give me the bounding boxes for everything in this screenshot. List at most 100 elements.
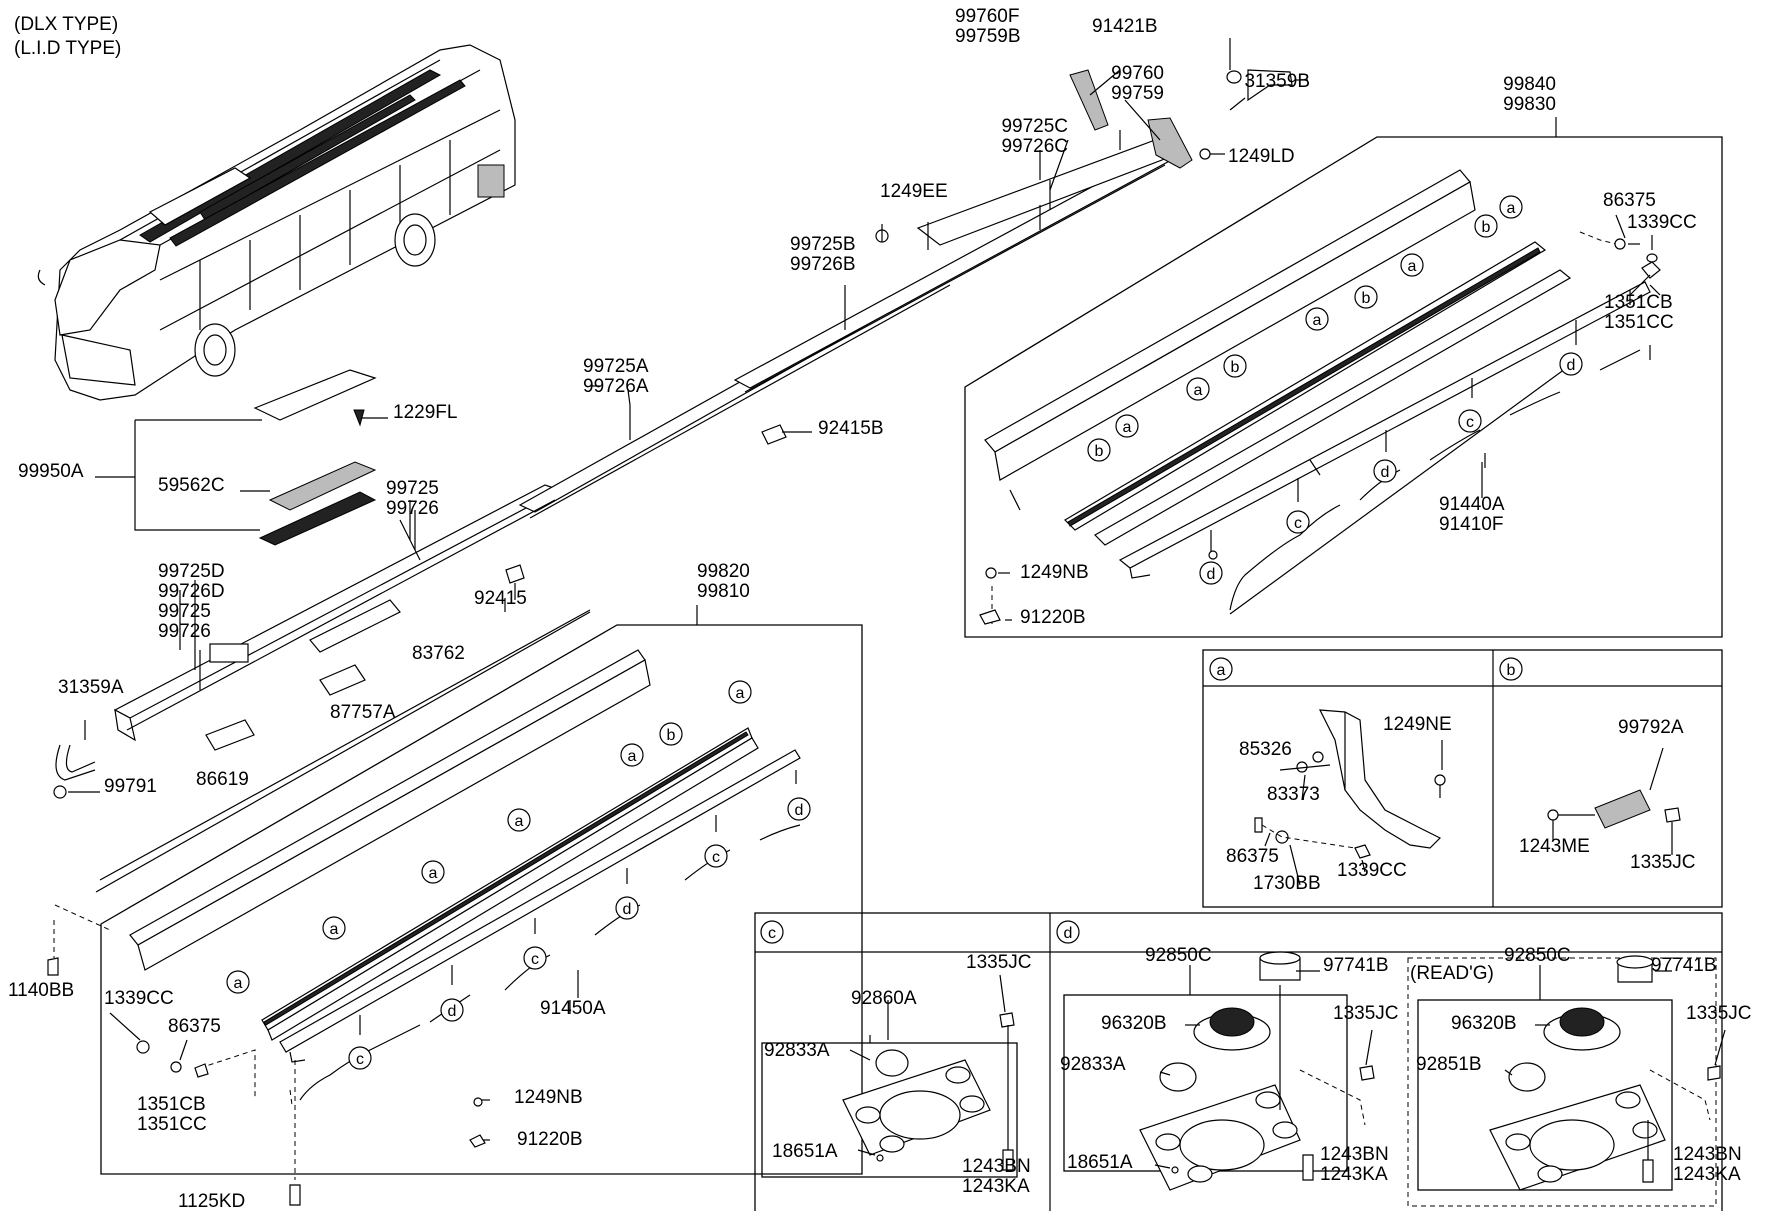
callout-b-1: b [1474,214,1498,238]
roof-hatch-group [95,369,388,546]
part-label-p99725A-0: 99725A [583,356,649,377]
part-label-p1243BNa-1: 1243KA [962,1176,1030,1197]
part-label-p18651Aa-0: 18651A [772,1141,838,1162]
callout-d-18: d [787,797,811,821]
callout-letter: a [1194,382,1203,399]
part-label-p99760F-0: 99760F [955,6,1019,27]
part-label-p97741Ba-0: 97741B [1323,955,1389,976]
callout-circle [1199,561,1223,585]
callout-circle [523,946,547,970]
part-label-p99820-1: 99810 [697,581,750,602]
part-label-p99725A-1: 99726A [583,376,649,397]
callout-circle [1186,377,1210,401]
part-label-p99725B-1: 99726B [790,254,856,275]
part-label-p1229FL-0: 1229FL [393,402,457,423]
callout-circle [728,680,752,704]
roof-rail-assembly [113,130,1177,751]
side-panel-box-right [964,117,1723,638]
callout-circle [322,916,346,940]
part-label-p92851B-0: 92851B [1416,1054,1482,1075]
callout-d-13: d [1199,561,1223,585]
part-label-p1243BNb-0: 1243BN [1320,1144,1389,1165]
part-label-p1351CBb-1: 1351CC [137,1114,207,1135]
callout-a-4: a [1305,307,1329,331]
callout-letter: d [623,901,632,918]
callout-letter: a [1313,312,1322,329]
part-label-p99725C-1: 99726C [1001,136,1068,157]
callout-circle [620,743,644,767]
part-label-p92833Ab-0: 92833A [1060,1054,1126,1075]
callout-a-20: a [421,860,445,884]
part-label-p86375c-0: 86375 [168,1016,221,1037]
callout-c-23: c [523,946,547,970]
part-label-p1335JCc-0: 1335JC [966,952,1032,973]
part-label-p99725D-0: 99725D [158,561,225,582]
callout-letter: b [667,727,676,744]
callout-letter: b [1482,219,1491,236]
callout-circle [787,797,811,821]
callout-circle [440,998,464,1022]
callout-letter: c [1294,515,1302,532]
part-label-p1351CBa-0: 1351CB [1604,292,1673,313]
part-label-p1249NE-0: 1249NE [1383,714,1452,735]
part-label-p1243BNc-0: 1243BN [1673,1144,1742,1165]
type-label-lid: (L.I.D TYPE) [14,38,121,59]
callout-a-17: a [507,808,531,832]
part-label-p91220Ba-0: 91220B [1020,607,1086,628]
part-label-p99820-0: 99820 [697,561,750,582]
callout-letter: c [1466,414,1474,431]
detail-box-ab [1202,649,1723,908]
callout-circle [1305,307,1329,331]
part-label-p99725D-2: 99725 [158,601,211,622]
callout-a-9: a [1115,414,1139,438]
callout-letter: d [795,802,804,819]
callout-circle [704,844,728,868]
part-label-p1335JCd-0: 1335JC [1333,1003,1399,1024]
part-label-p1351CBa-1: 1351CC [1604,312,1674,333]
box-a-title: a [1217,662,1226,679]
part-label-p83373-0: 83373 [1267,784,1320,805]
callout-a-2: a [1400,253,1424,277]
callout-circle [226,970,250,994]
callout-a-0: a [1499,195,1523,219]
detail-box-cd [754,912,1723,1211]
part-label-p99792A-0: 99792A [1618,717,1684,738]
part-label-p92833Aa-0: 92833A [764,1040,830,1061]
part-label-p1249EE-0: 1249EE [880,181,948,202]
part-label-p92415-0: 92415 [474,588,527,609]
part-label-p91440A-1: 91410F [1439,514,1503,535]
part-label-p1339CCa-0: 1339CC [1627,212,1697,233]
part-label-p1351CBb-0: 1351CB [137,1094,206,1115]
leader-lines [109,38,1726,1169]
callout-d-25: d [440,998,464,1022]
callout-circle [1559,352,1583,376]
callout-letter: a [429,865,438,882]
part-label-p1140BB-0: 1140BB [8,980,74,1001]
part-label-p92860A-0: 92860A [851,988,917,1009]
part-label-p99725D-3: 99726 [158,621,211,642]
callout-circle [507,808,531,832]
callout-c-12: c [1286,510,1310,534]
part-label-p91450A-0: 91450A [540,998,606,1019]
callout-circle [1354,285,1378,309]
callout-letter: a [515,813,524,830]
part-label-p85326-0: 85326 [1239,739,1292,760]
callout-circle [1373,459,1397,483]
part-label-p83762-0: 83762 [412,643,465,664]
part-label-p99950A-0: 99950A [18,461,84,482]
callout-b-10: b [1087,438,1111,462]
callout-letter: a [736,685,745,702]
part-label-p99725D-1: 99726D [158,581,225,602]
part-label-p99725C-0: 99725C [1001,116,1068,137]
detail-headers: a b c d (READ'G) [760,657,1523,984]
callout-circle [421,860,445,884]
callout-letter: a [330,921,339,938]
bus-illustration [37,44,516,401]
callout-circle [1400,253,1424,277]
callout-circle [1115,414,1139,438]
callout-b-15: b [659,722,683,746]
callout-circle [1087,438,1111,462]
